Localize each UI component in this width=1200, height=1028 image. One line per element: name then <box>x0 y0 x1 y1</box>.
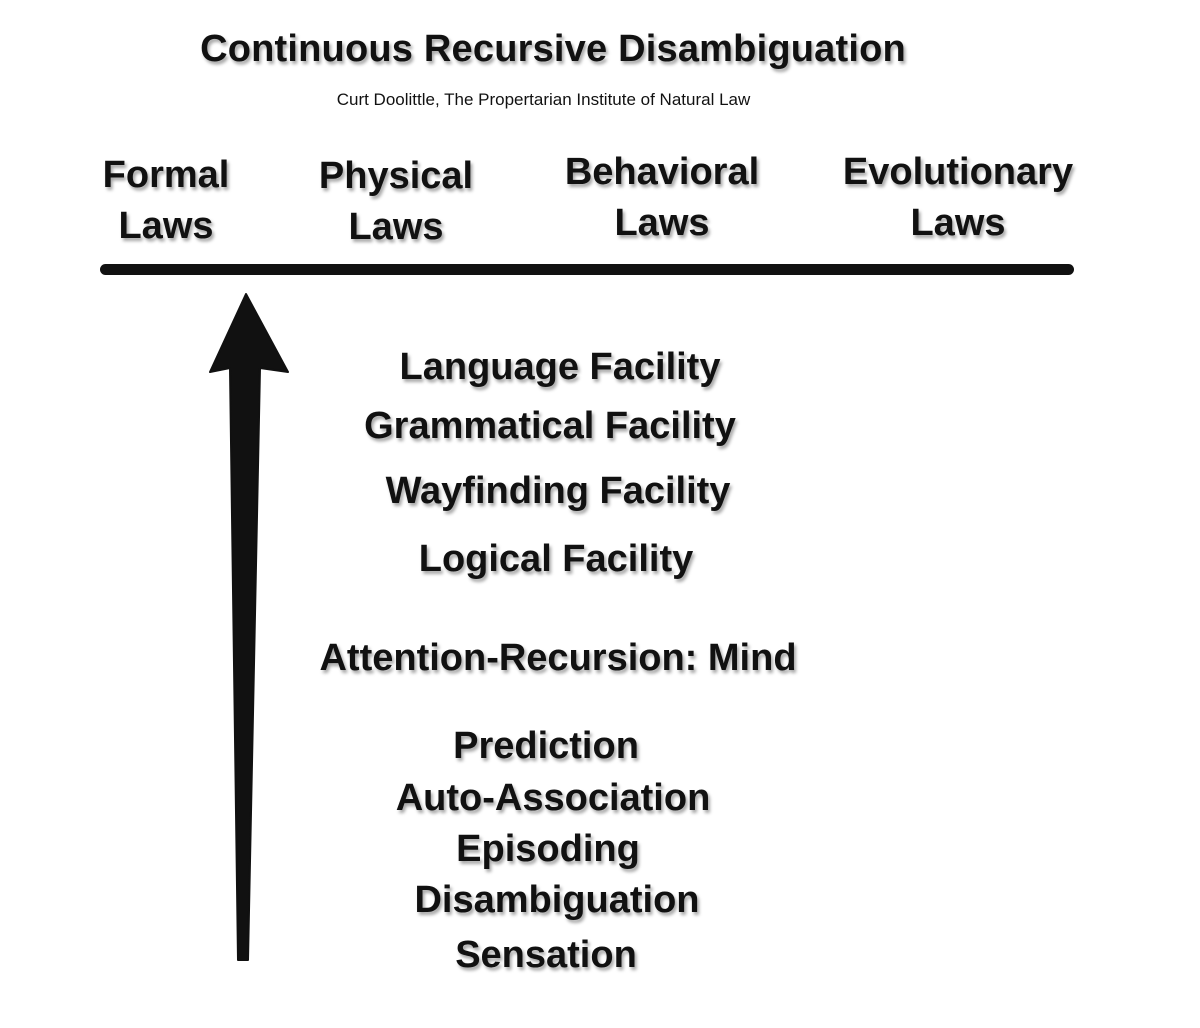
law-behavioral: Behavioral Laws <box>542 147 782 249</box>
law-evolutionary: Evolutionary Laws <box>828 147 1088 249</box>
stage-grammatical-facility: Grammatical Facility <box>364 405 736 447</box>
stage-wayfinding-facility: Wayfinding Facility <box>385 470 731 512</box>
stage-sensation: Sensation <box>455 934 637 976</box>
stage-episoding: Episoding <box>456 828 640 870</box>
stage-language-facility: Language Facility <box>399 346 721 388</box>
law-label-line2: Laws <box>348 206 444 248</box>
law-formal: Formal Laws <box>76 150 256 252</box>
stage-attention-recursion-mind: Attention-Recursion: Mind <box>319 637 797 679</box>
law-label-line2: Laws <box>614 202 710 244</box>
law-label-line1: Behavioral <box>564 151 760 193</box>
stage-logical-facility: Logical Facility <box>418 538 694 580</box>
law-label-line2: Laws <box>910 202 1006 244</box>
stage-auto-association: Auto-Association <box>395 777 711 819</box>
diagram-subtitle: Curt Doolittle, The Propertarian Institu… <box>336 90 751 109</box>
law-label-line1: Formal <box>102 154 230 196</box>
diagram-title: Continuous Recursive Disambiguation <box>200 28 906 70</box>
law-label-line1: Physical <box>318 155 474 197</box>
stage-prediction: Prediction <box>453 725 639 767</box>
law-label-line1: Evolutionary <box>842 151 1074 193</box>
laws-divider-line <box>100 264 1074 275</box>
stage-disambiguation: Disambiguation <box>414 879 700 921</box>
law-label-line2: Laws <box>118 205 214 247</box>
law-physical: Physical Laws <box>296 151 496 253</box>
